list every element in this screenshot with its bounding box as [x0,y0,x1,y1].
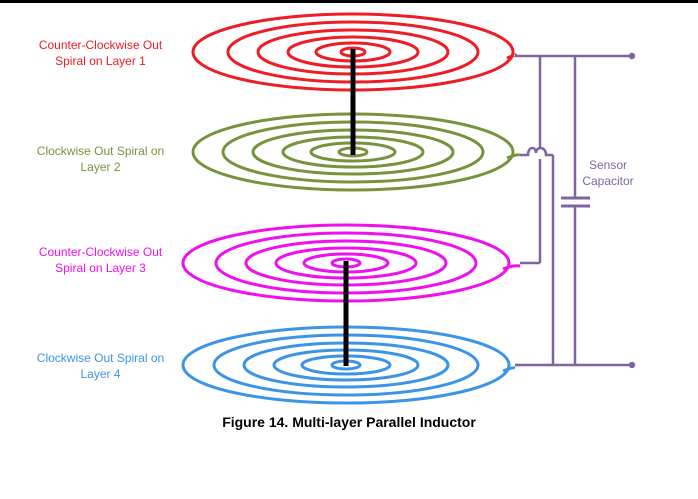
wire-layer-2-hop [520,146,553,157]
capacitor-label-line2: Capacitor [582,174,634,188]
layer-2-label: Clockwise Out Spiral on Layer 2 [18,143,183,175]
spiral-layer-2-rings [191,112,521,192]
spiral-lead-out [502,264,521,271]
capacitor-label-line1: Sensor [588,158,628,172]
terminal-bottom [628,361,636,369]
layer-2-label-line1: Clockwise Out Spiral on [36,144,165,158]
layer-4-label-line1: Clockwise Out Spiral on [36,351,165,365]
spiral-lead-out [506,153,521,160]
layer-2-label-line2: Layer 2 [80,160,121,174]
top-rule [0,0,698,3]
spiral-layer-3-rings [181,223,521,303]
layer-3-label-line2: Spiral on Layer 3 [55,261,146,275]
figure-caption: Figure 14. Multi-layer Parallel Inductor [222,414,476,430]
capacitor-wiring [515,54,632,367]
layer-4-label-line2: Layer 4 [80,367,121,381]
layer-1-label: Counter-Clockwise Out Spiral on Layer 1 [18,37,183,69]
capacitor-symbol [561,196,590,208]
layer-4-label: Clockwise Out Spiral on Layer 4 [18,350,183,382]
spiral-layer-4-rings [181,325,516,405]
spiral-layer-4 [181,325,516,405]
spiral-layer-3 [181,223,521,303]
layer-3-label: Counter-Clockwise Out Spiral on Layer 3 [18,244,183,276]
spiral-layer-2 [191,112,521,192]
spiral-lead-out [506,53,517,60]
spiral-lead-out [502,366,516,373]
layer-3-label-line1: Counter-Clockwise Out [38,245,163,259]
capacitor-label: Sensor Capacitor [578,157,638,189]
layer-1-label-line1: Counter-Clockwise Out [38,38,163,52]
terminal-top [628,52,636,60]
layer-1-label-line2: Spiral on Layer 1 [55,54,146,68]
